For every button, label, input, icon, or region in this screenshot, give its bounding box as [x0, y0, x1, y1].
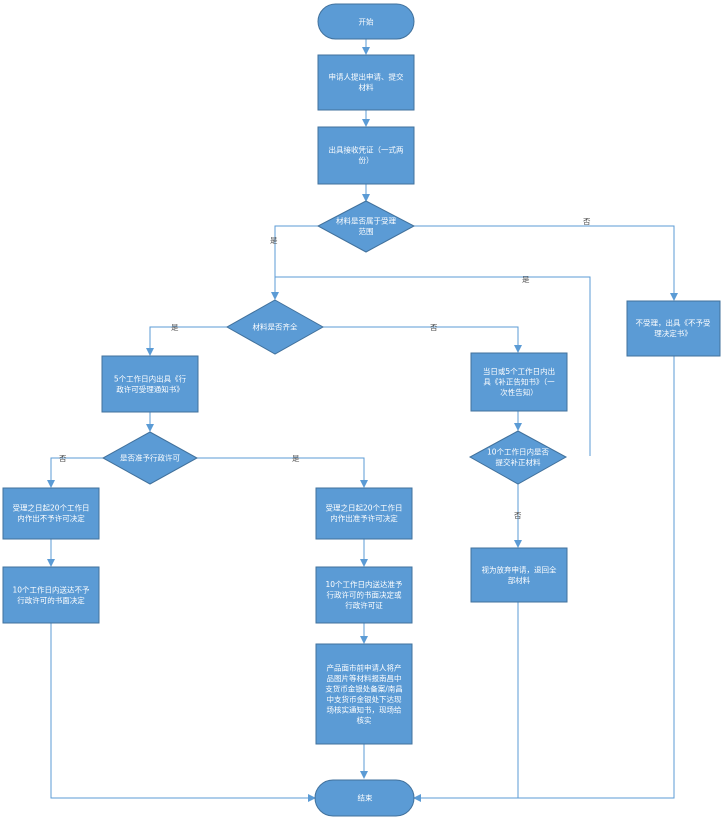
approve-decision-box: [315, 487, 413, 540]
supplement-decision: [468, 430, 568, 485]
complete-decision: [225, 299, 325, 355]
edge-withdraw-end: [414, 602, 519, 799]
node-text-line: 受理之日起20个工作日: [325, 502, 402, 512]
end-label: 结束: [358, 793, 373, 803]
node-text-line: 5个工作日内出具《行: [114, 373, 187, 383]
start-label: 开始: [359, 17, 374, 27]
deny-doc-box: [2, 566, 100, 624]
node-text-line: 出具接收凭证（一式两: [329, 144, 404, 154]
edge-labels: 否 是 是 否 否 是 是 否: [59, 217, 591, 520]
node-text-line: 行政许可的书面决定或: [327, 590, 402, 600]
edge-deny-doc-end: [50, 623, 316, 802]
label-supplement-no: 否: [514, 511, 522, 520]
node-text-line: 申请人提出申请、提交: [329, 72, 404, 82]
filing-box: [315, 643, 413, 745]
edge-complete-yes: [146, 326, 227, 356]
label-complete-yes: 是: [171, 323, 179, 332]
node-text-line: 10个工作日内送达准予: [325, 579, 403, 589]
node-text-line: 次性告知）: [500, 387, 538, 397]
approve-doc-box: [315, 566, 413, 624]
label-complete-no: 否: [430, 323, 438, 332]
edge-permit-no: [47, 457, 103, 488]
node-text-line: 行政许可证: [345, 600, 383, 610]
scope-decision: [316, 200, 416, 253]
node-text-line: 支货币金银处备案/南昌: [325, 684, 403, 694]
node-text-line: 材料是否齐全: [253, 322, 298, 332]
node-text-line: 当日或5个工作日内出: [483, 366, 555, 376]
reject-scope-box: [626, 300, 721, 357]
node-text-line: 品图片等材料报南昌中: [327, 673, 402, 683]
node-text-line: 开始: [359, 17, 374, 27]
label-scope-yes: 是: [270, 236, 278, 245]
node-text-line: 部材料: [508, 575, 531, 585]
edge-scope-yes: [271, 225, 318, 300]
node-text-line: 内作出准予许可决定: [330, 513, 398, 523]
apply-box: [317, 54, 415, 111]
supplement-notice-box: [470, 352, 568, 412]
node-text-line: 理决定书》: [654, 328, 692, 338]
edge-supplement-yes: [275, 276, 591, 456]
node-text-line: 受理之日起20个工作日: [12, 502, 89, 512]
connectors: [47, 39, 678, 802]
permit-label: 是否准予行政许可: [120, 453, 180, 463]
node-text-line: 材料是否属于受理: [336, 215, 396, 225]
permit-decision: [101, 431, 199, 485]
node-text-line: 10个工作日内是否: [487, 446, 550, 456]
deny-decision-box: [2, 487, 100, 540]
filing-label: 产品面市前申请人将产品图片等材料报南昌中支货币金银处备案/南昌中支货币金银处下达…: [325, 663, 403, 726]
label-permit-yes: 是: [292, 454, 300, 463]
label-supplement-yes: 是: [522, 275, 530, 284]
node-text-line: 是否准予行政许可: [120, 453, 180, 463]
label-scope-no: 否: [583, 217, 591, 226]
edge-complete-no: [323, 326, 522, 353]
node-text-line: 材料: [359, 82, 374, 92]
receipt-box: [317, 126, 415, 185]
node-text-line: 份）: [359, 155, 374, 165]
accept-notice-box: [101, 355, 199, 413]
node-text-line: 中支货币金银处下达现: [327, 694, 402, 704]
node-text-line: 产品面市前申请人将产: [327, 663, 402, 673]
withdraw-box: [470, 547, 568, 603]
node-text-line: 提交补正材料: [496, 457, 541, 467]
node-text-line: 范围: [359, 226, 374, 236]
edge-scope-no: [414, 225, 678, 301]
node-text-line: 视为放弃申请，退回全: [482, 565, 557, 575]
edge-permit-yes: [197, 457, 368, 488]
node-text-line: 行政许可的书面决定: [17, 595, 85, 605]
node-text-line: 核实: [357, 715, 372, 725]
node-text-line: 结束: [358, 793, 373, 803]
node-text-line: 具《补正告知书》（一: [483, 377, 555, 387]
end-terminal: [314, 779, 415, 817]
complete-label: 材料是否齐全: [253, 322, 298, 332]
node-text-line: 10个工作日内送达不予: [12, 585, 90, 595]
node-text-line: 场核实通知书，现场给: [327, 705, 402, 715]
node-text-line: 不受理，出具《不予受: [636, 317, 711, 327]
node-text-line: 内作出不予许可决定: [17, 513, 85, 523]
label-permit-no: 否: [59, 454, 67, 463]
node-text-line: 政许可受理通知书》: [116, 384, 184, 394]
start-terminal: [317, 3, 415, 40]
